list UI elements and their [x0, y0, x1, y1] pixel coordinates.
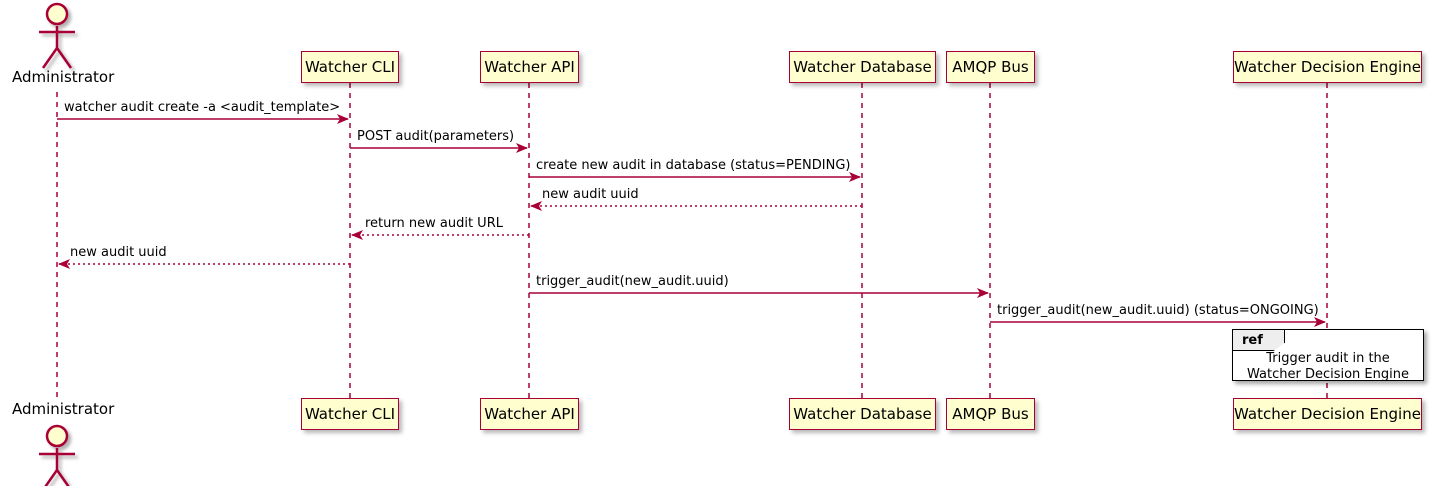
ref-tab-shape [1233, 330, 1285, 351]
participant-label: Watcher API [484, 405, 575, 423]
message-label-5: return new audit URL [365, 216, 503, 231]
ref-tab-label: ref [1242, 333, 1263, 348]
actor-figure-administrator-top [39, 2, 75, 69]
participant-label: Watcher Database [793, 405, 932, 423]
participant-amqp-bus-top[interactable]: AMQP Bus [946, 51, 1035, 83]
message-label-8: trigger_audit(new_audit.uuid) (status=ON… [997, 303, 1319, 318]
message-label-7: trigger_audit(new_audit.uuid) [536, 274, 729, 289]
message-label-3: create new audit in database (status=PEN… [536, 158, 851, 173]
participant-watcher-api-bottom[interactable]: Watcher API [480, 398, 579, 430]
ref-body-line-2: Watcher Decision Engine [1247, 367, 1409, 382]
participant-label: Watcher Database [793, 58, 932, 76]
participant-watcher-cli-top[interactable]: Watcher CLI [301, 51, 399, 83]
actor-figure-administrator-bottom [39, 424, 75, 486]
participant-watcher-cli-bottom[interactable]: Watcher CLI [301, 398, 399, 430]
message-label-4: new audit uuid [542, 187, 639, 202]
participant-label: Watcher CLI [304, 58, 396, 76]
participant-label: Watcher Decision Engine [1234, 58, 1421, 76]
participant-watcher-database-top[interactable]: Watcher Database [789, 51, 936, 83]
actor-figures-group [39, 2, 75, 486]
participant-label: Watcher API [484, 58, 575, 76]
message-label-6: new audit uuid [70, 245, 167, 260]
lifelines-group [56, 83, 1328, 398]
participant-label: Watcher CLI [304, 405, 396, 423]
actor-label-administrator-top: Administrator [12, 68, 115, 86]
participant-label: AMQP Bus [952, 405, 1029, 423]
participant-amqp-bus-bottom[interactable]: AMQP Bus [946, 398, 1035, 430]
message-label-1: watcher audit create -a <audit_template> [64, 100, 341, 115]
message-label-2: POST audit(parameters) [357, 129, 515, 144]
participant-label: AMQP Bus [952, 58, 1029, 76]
participant-watcher-api-top[interactable]: Watcher API [480, 51, 579, 83]
participant-watcher-decision-engine-bottom[interactable]: Watcher Decision Engine [1233, 398, 1422, 430]
participant-label: Watcher Decision Engine [1234, 405, 1421, 423]
participant-watcher-database-bottom[interactable]: Watcher Database [789, 398, 936, 430]
ref-body-line-1: Trigger audit in the [1266, 351, 1390, 366]
participant-watcher-decision-engine-top[interactable]: Watcher Decision Engine [1233, 51, 1422, 83]
message-arrows-group [57, 114, 1326, 327]
actor-label-administrator-bottom: Administrator [12, 400, 115, 418]
